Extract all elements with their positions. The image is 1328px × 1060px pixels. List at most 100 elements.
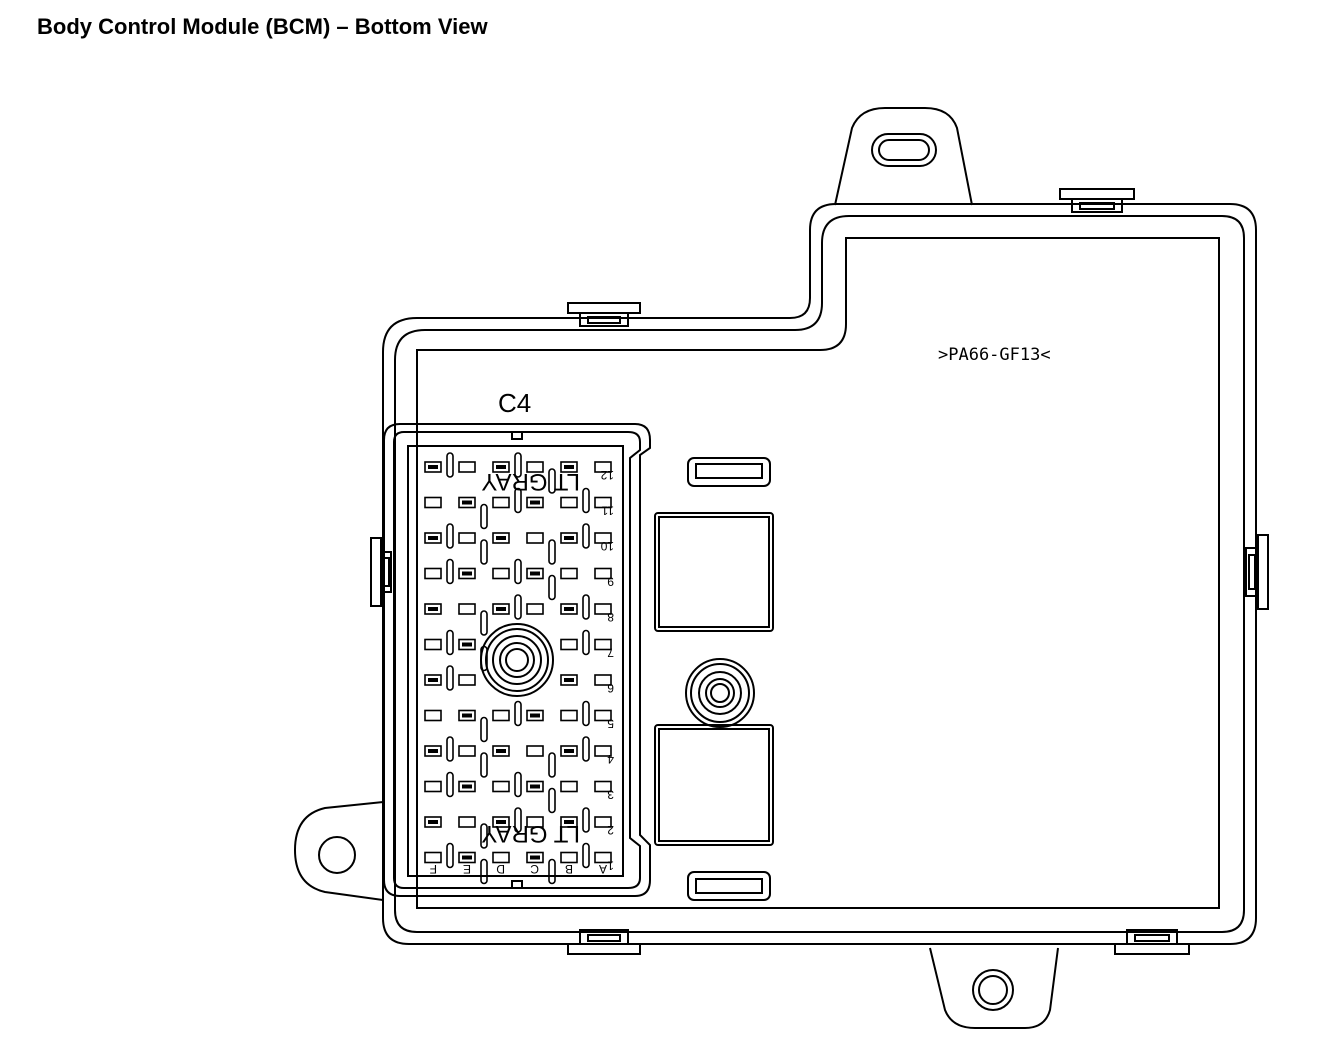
center-bolt (480, 623, 554, 697)
pin-cavity (526, 603, 544, 615)
pin-cavity (594, 851, 612, 864)
mounting-ear-left (293, 801, 384, 901)
mounting-slot-top (871, 133, 937, 167)
pin-cavity (458, 532, 476, 544)
row-number: 3 (607, 788, 614, 802)
terminal-latch (582, 807, 590, 833)
terminal (462, 571, 472, 576)
latch-clip-bottom-left (567, 929, 641, 955)
column-letter: E (463, 862, 471, 876)
terminal-latch (582, 736, 590, 762)
pin-cavity (594, 745, 612, 757)
mounting-hole-left (318, 836, 356, 874)
pin-cavity (560, 674, 578, 686)
terminal (564, 465, 574, 469)
pin-cavity (492, 461, 510, 473)
column-letter: D (496, 862, 505, 876)
pin-cavity (560, 638, 578, 651)
terminal-latch (548, 752, 556, 778)
pin-cavity (458, 638, 476, 651)
pin-cavity (594, 603, 612, 615)
terminal-latch (446, 452, 454, 478)
terminal (462, 855, 472, 860)
row-number: 11 (601, 504, 614, 518)
terminal-latch (446, 665, 454, 691)
pin-cavity (526, 851, 544, 864)
row-number: 2 (607, 823, 614, 837)
terminal (496, 749, 506, 753)
row-number: 7 (607, 646, 614, 660)
terminal (462, 784, 472, 789)
pin-cavity (492, 709, 510, 722)
pin-cavity (526, 567, 544, 580)
column-letter: B (565, 862, 573, 876)
terminal (428, 820, 438, 824)
row-number: 9 (607, 575, 614, 589)
housing-outer (382, 203, 1257, 945)
pin-cavity (492, 745, 510, 757)
pin-cavity (424, 851, 442, 864)
terminal (428, 749, 438, 753)
terminal (564, 607, 574, 611)
row-number: 10 (600, 539, 614, 553)
terminal-latch (446, 558, 454, 585)
pin-cavity (526, 496, 544, 509)
connector-label: C4 (498, 388, 531, 418)
terminal-latch (514, 700, 522, 727)
pin-cavity (424, 603, 442, 615)
terminal-latch (480, 539, 488, 565)
latch-clip-left (370, 537, 392, 607)
terminal-latch (446, 842, 454, 869)
terminal-latch (480, 858, 488, 885)
pin-cavity (424, 745, 442, 757)
boss-pad-lower (654, 724, 774, 846)
mounting-stud (685, 658, 755, 728)
pin-grid (424, 452, 612, 885)
terminal-latch (582, 523, 590, 549)
pin-cavity (560, 603, 578, 615)
color-label-top: LT GRAY (481, 468, 580, 495)
terminal-latch (582, 487, 590, 514)
terminal-latch (514, 487, 522, 514)
terminal (530, 500, 540, 505)
pin-cavity (424, 567, 442, 580)
terminal-latch (480, 752, 488, 778)
terminal (462, 500, 472, 505)
pin-cavity (594, 816, 612, 828)
terminal-latch (446, 771, 454, 798)
pin-cavity (594, 674, 612, 686)
terminal (564, 820, 574, 824)
latch-clip-top-right (1059, 188, 1135, 213)
pin-cavity (424, 461, 442, 473)
pin-cavity (594, 532, 612, 544)
pin-cavity (526, 461, 544, 473)
pin-cavity (424, 532, 442, 544)
terminal-latch (548, 539, 556, 565)
pin-cavity (492, 851, 510, 864)
terminal (564, 749, 574, 753)
pin-cavity (526, 816, 544, 828)
pin-cavity (458, 603, 476, 615)
pin-cavity (526, 709, 544, 722)
terminal-latch (480, 610, 488, 636)
mounting-ear-top (834, 107, 973, 206)
terminal (530, 571, 540, 576)
pin-cavity (458, 496, 476, 509)
pin-cavity (424, 816, 442, 828)
terminal-latch (582, 842, 590, 869)
pin-cavity (594, 496, 612, 509)
terminal (564, 678, 574, 682)
pin-cavity (424, 496, 442, 509)
latch-clip-bottom-right (1114, 929, 1190, 955)
terminal-latch (446, 629, 454, 656)
page-title: Body Control Module (BCM) – Bottom View (37, 14, 488, 39)
terminal (530, 784, 540, 789)
row-number: 5 (607, 717, 614, 731)
pin-cavity (424, 638, 442, 651)
terminal-latch (480, 823, 488, 849)
terminal (428, 607, 438, 611)
terminal-latch (514, 452, 522, 478)
color-label-bottom: LT GRAY (481, 820, 580, 847)
pin-cavity (526, 780, 544, 793)
